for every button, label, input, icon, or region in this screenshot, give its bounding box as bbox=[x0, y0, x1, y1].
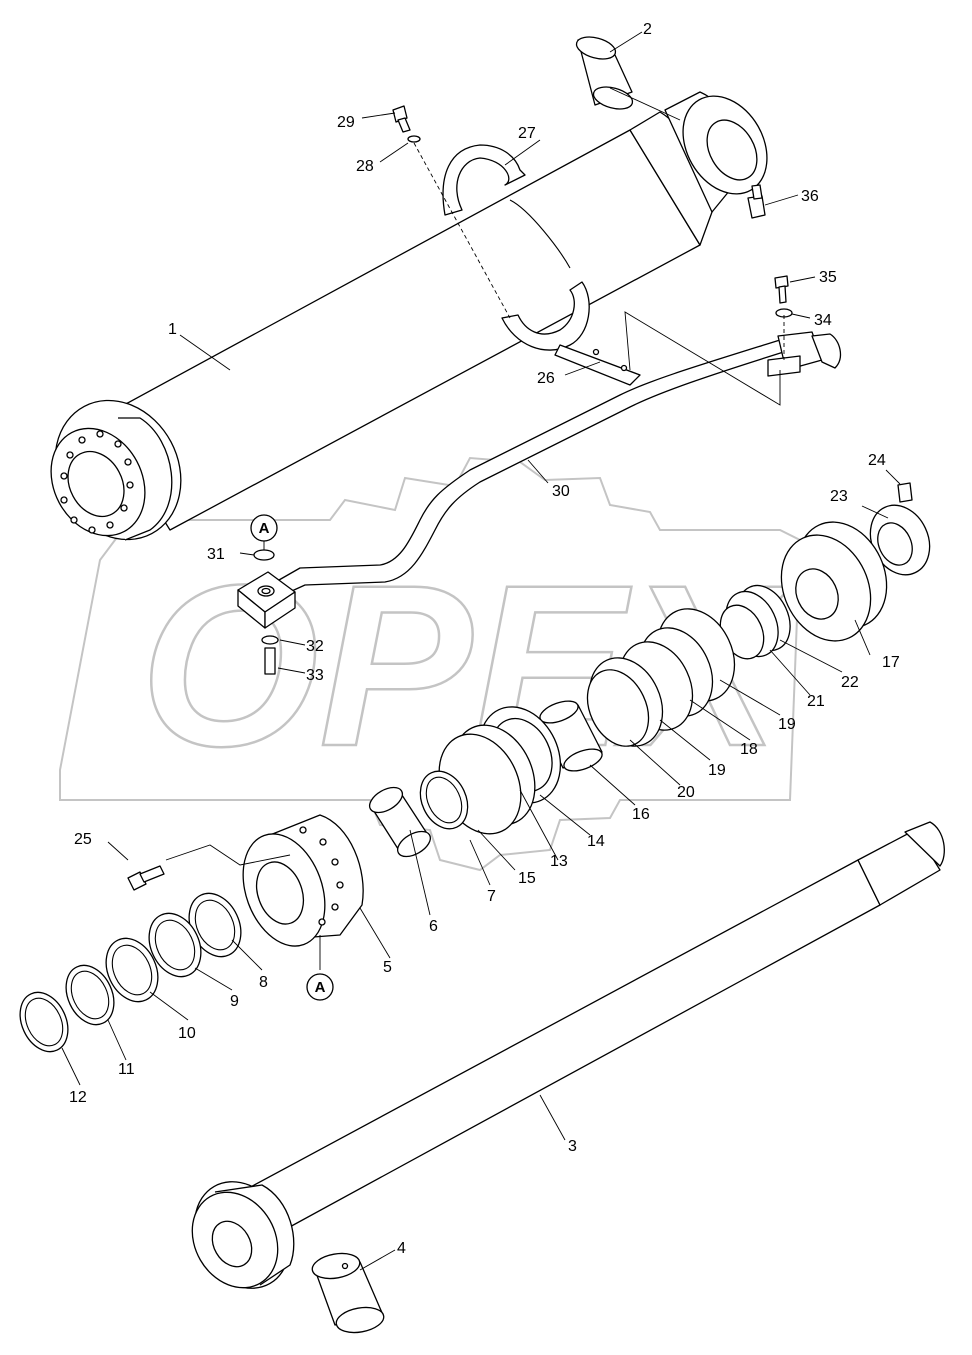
rod-seal-7 bbox=[419, 770, 469, 830]
cylinder-head bbox=[242, 814, 364, 947]
bushing-bottom bbox=[311, 1252, 385, 1334]
callout-10: 10 bbox=[178, 1025, 196, 1042]
callout-8: 8 bbox=[259, 974, 268, 991]
hardware-29-bolt bbox=[392, 105, 411, 133]
svg-text:A: A bbox=[315, 979, 326, 996]
callout-33: 33 bbox=[306, 667, 324, 684]
piston-nut bbox=[869, 504, 931, 576]
hardware-24-setscrew bbox=[897, 482, 913, 503]
reference-marker-upper: A bbox=[250, 514, 278, 542]
hardware-36-fitting bbox=[747, 184, 766, 219]
pipe-clamp-lower bbox=[501, 281, 641, 386]
callout-11: 11 bbox=[118, 1061, 135, 1078]
callout-20: 20 bbox=[677, 784, 695, 801]
callout-17: 17 bbox=[882, 654, 900, 671]
callout-32: 32 bbox=[306, 638, 324, 655]
watermark-gear-outline bbox=[59, 456, 802, 872]
callout-35: 35 bbox=[819, 269, 837, 286]
hardware-35-bolt bbox=[774, 275, 789, 304]
piston bbox=[780, 521, 888, 642]
seal-rings-head bbox=[438, 706, 562, 835]
callout-7: 7 bbox=[487, 888, 496, 905]
callout-29: 29 bbox=[337, 114, 355, 131]
svg-text:A: A bbox=[259, 520, 270, 537]
callout-12: 12 bbox=[69, 1089, 87, 1106]
hardware-33-bolt bbox=[264, 647, 276, 675]
callout-24: 24 bbox=[868, 452, 886, 469]
assembly-line bbox=[413, 142, 511, 319]
callout-13: 13 bbox=[550, 853, 568, 870]
callout-21: 21 bbox=[807, 693, 825, 710]
callout-3: 3 bbox=[568, 1138, 577, 1155]
pipe-flange-block bbox=[237, 571, 296, 629]
callout-14: 14 bbox=[587, 833, 605, 850]
callout-5: 5 bbox=[383, 959, 392, 976]
callout-9: 9 bbox=[230, 993, 239, 1010]
callout-4: 4 bbox=[397, 1240, 406, 1257]
callout-1: 1 bbox=[168, 321, 177, 338]
seal-rings-piston bbox=[586, 584, 791, 747]
callout-31: 31 bbox=[207, 546, 225, 563]
callout-19a: 19 bbox=[778, 716, 796, 733]
reference-marker-lower: A bbox=[306, 973, 334, 1001]
callout-30: 30 bbox=[552, 483, 570, 500]
callout-23: 23 bbox=[830, 488, 848, 505]
callout-19b: 19 bbox=[708, 762, 726, 779]
head-rings bbox=[19, 892, 242, 1053]
callout-18: 18 bbox=[740, 741, 758, 758]
flange-bolt-holes bbox=[60, 430, 134, 534]
callout-28: 28 bbox=[356, 158, 374, 175]
callout-15: 15 bbox=[518, 870, 536, 887]
bushing-top bbox=[575, 36, 634, 110]
hardware-32-washer bbox=[261, 635, 279, 645]
hardware-31-oring bbox=[253, 549, 275, 561]
hardware-28-washer bbox=[407, 135, 421, 143]
callout-34: 34 bbox=[814, 312, 832, 329]
callout-2: 2 bbox=[643, 21, 652, 38]
pipe-clamp-upper bbox=[442, 144, 526, 216]
callout-36: 36 bbox=[801, 188, 819, 205]
callout-25: 25 bbox=[74, 831, 92, 848]
callout-27: 27 bbox=[518, 125, 536, 142]
bushing-6 bbox=[368, 786, 432, 858]
piston-rod bbox=[191, 821, 945, 1289]
hydraulic-pipe bbox=[264, 331, 842, 601]
callout-26: 26 bbox=[537, 370, 555, 387]
leader-lines bbox=[61, 31, 901, 1271]
callout-16: 16 bbox=[632, 806, 650, 823]
callout-22: 22 bbox=[841, 674, 859, 691]
callout-labels: 1 2 3 4 5 6 7 8 9 10 11 12 13 14 15 16 1… bbox=[69, 21, 900, 1257]
head-bolt-25 bbox=[127, 865, 165, 891]
cylinder-barrel bbox=[50, 91, 768, 541]
callout-6: 6 bbox=[429, 918, 438, 935]
